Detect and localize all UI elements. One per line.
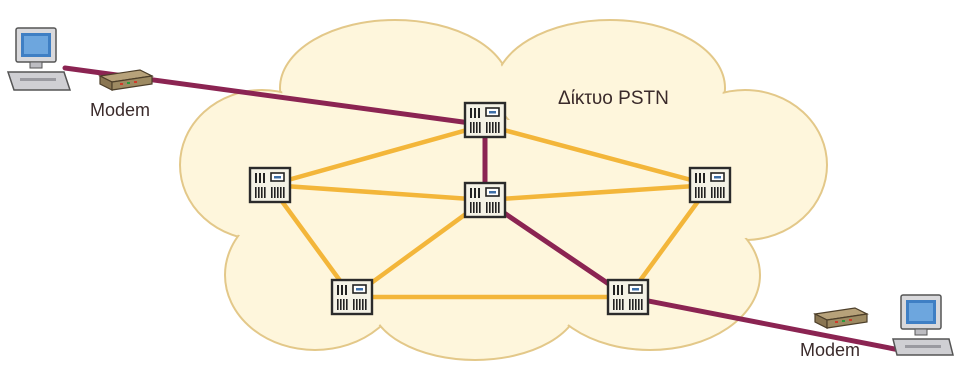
- trunk-link: [482, 182, 713, 203]
- telephone-exchange-icon: [463, 101, 507, 139]
- modem-icon: [98, 69, 154, 91]
- trunk-link: [349, 197, 488, 300]
- telephone-exchange-icon: [248, 166, 292, 204]
- telephone-exchange-icon: [688, 166, 732, 204]
- computer-icon: [892, 294, 954, 356]
- telephone-exchange-icon: [463, 181, 507, 219]
- trunk-link: [267, 182, 355, 300]
- computer-icon: [6, 27, 72, 91]
- trunk-link: [625, 182, 713, 300]
- trunk-link: [267, 182, 488, 203]
- telephone-exchange-icon: [330, 278, 374, 316]
- telephone-exchange-icon: [606, 278, 650, 316]
- modem-left-label: Modem: [90, 100, 151, 120]
- network-label: Δίκτυο PSTN: [558, 88, 669, 109]
- modem-right-label: Modem: [800, 340, 861, 360]
- modem-icon: [813, 307, 869, 329]
- trunk-link: [482, 122, 713, 188]
- trunk-link: [267, 122, 488, 188]
